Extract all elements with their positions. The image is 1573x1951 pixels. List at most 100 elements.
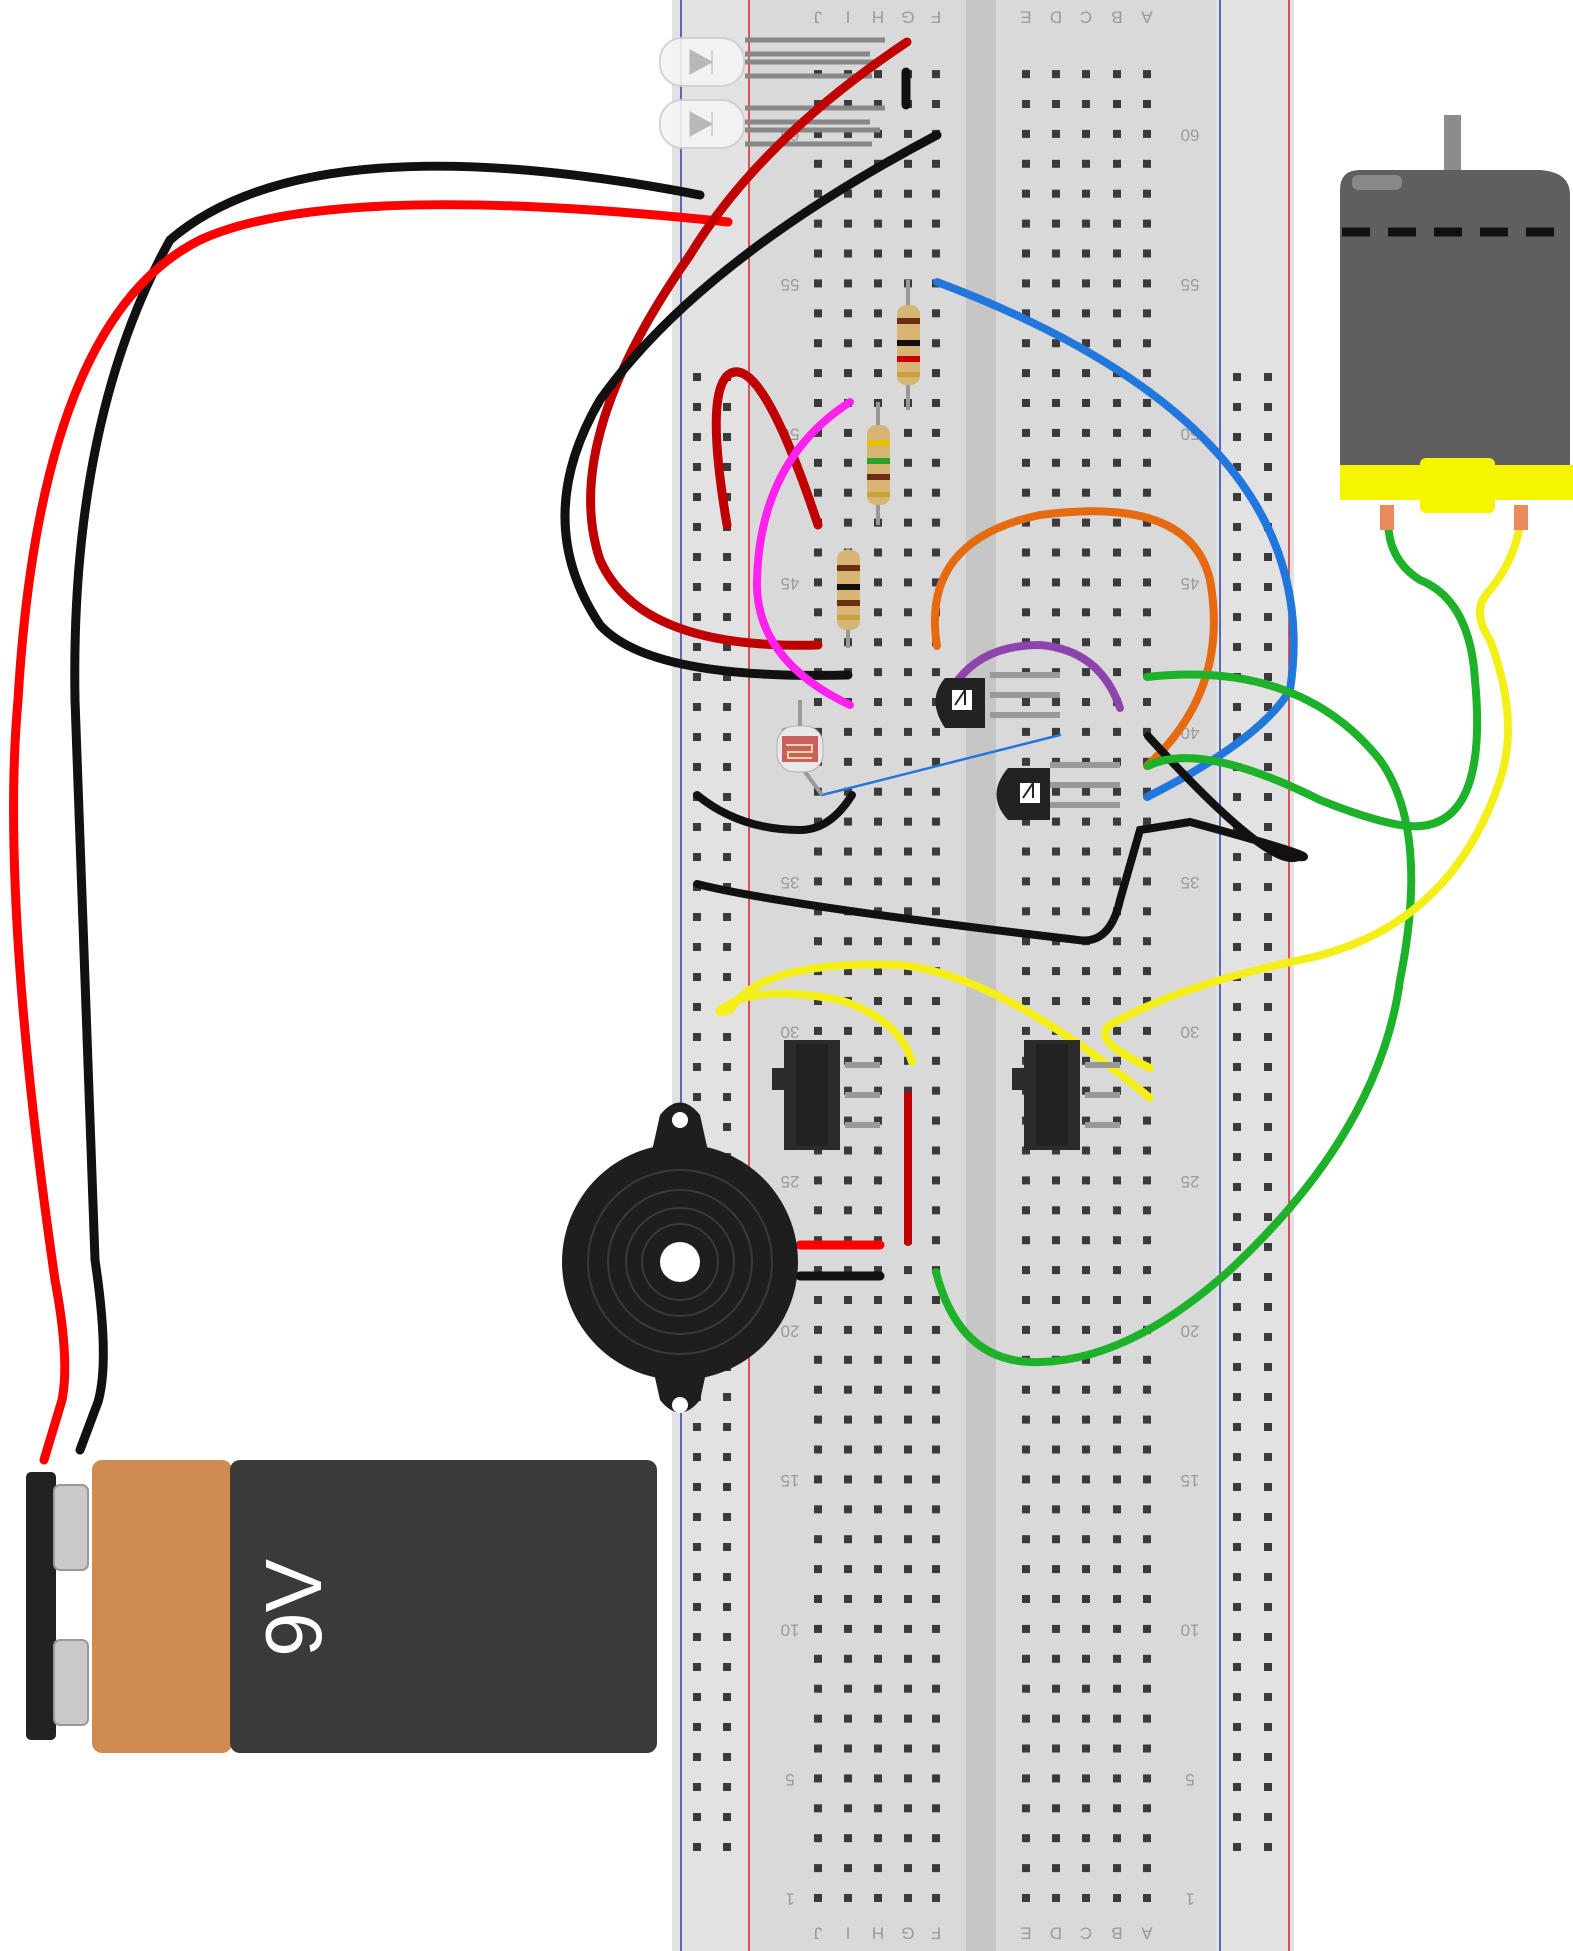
row-number-label: 55: [1181, 275, 1200, 294]
breadboard-hole: [1113, 1565, 1121, 1574]
breadboard-hole: [1052, 1864, 1060, 1873]
breadboard-hole: [1082, 369, 1090, 378]
breadboard-hole: [1113, 1475, 1121, 1484]
breadboard-hole: [1143, 1774, 1151, 1783]
breadboard-hole: [1082, 727, 1090, 736]
breadboard-hole: [1113, 1535, 1121, 1544]
breadboard-hole: [1082, 578, 1090, 587]
breadboard-hole: [932, 1385, 940, 1394]
breadboard-hole: [1143, 339, 1151, 348]
breadboard-hole: [844, 1595, 852, 1603]
rail-hole: [723, 763, 731, 771]
breadboard-hole: [904, 1595, 912, 1603]
breadboard-hole: [1022, 1804, 1030, 1813]
rail-hole: [693, 1693, 701, 1701]
breadboard-hole: [1082, 1565, 1090, 1574]
breadboard-hole: [904, 1565, 912, 1574]
breadboard-hole: [1143, 1385, 1151, 1394]
breadboard-hole: [932, 1834, 940, 1843]
rail-hole: [1233, 1093, 1241, 1101]
breadboard-hole: [1113, 727, 1121, 736]
rail-hole: [1264, 643, 1272, 651]
breadboard-hole: [844, 1565, 852, 1574]
breadboard-hole: [814, 997, 822, 1005]
breadboard-hole: [844, 339, 852, 348]
breadboard-hole: [1113, 1684, 1121, 1693]
rail-hole: [1264, 1723, 1272, 1731]
rail-hole: [1233, 1333, 1241, 1341]
row-number-label: 25: [1181, 1172, 1200, 1191]
column-letter-label: G: [901, 1924, 914, 1943]
breadboard-hole: [874, 1266, 882, 1275]
column-letter-label: D: [1050, 1924, 1062, 1943]
breadboard-hole: [1022, 1206, 1030, 1215]
rail-hole: [693, 1663, 701, 1671]
rail-hole: [723, 1693, 731, 1701]
slide-switch-icon: [1012, 1040, 1120, 1150]
row-number-label: 5: [785, 1770, 794, 1789]
breadboard-hole: [1022, 1415, 1030, 1424]
breadboard-hole: [1143, 997, 1151, 1005]
breadboard-hole: [814, 1445, 822, 1454]
rail-hole: [693, 1483, 701, 1491]
breadboard-hole: [1143, 1684, 1151, 1693]
breadboard-hole: [1143, 1146, 1151, 1155]
breadboard-hole: [874, 727, 882, 736]
rail-hole: [1264, 1213, 1272, 1221]
rail-hole: [693, 373, 701, 381]
breadboard-hole: [1143, 937, 1151, 946]
breadboard-hole: [1022, 1654, 1030, 1663]
breadboard-hole: [1082, 1505, 1090, 1514]
breadboard-hole: [904, 1296, 912, 1304]
row-number-label: 20: [781, 1321, 800, 1340]
rail-hole: [1233, 853, 1241, 861]
yellow-jumper-wire: [715, 960, 1154, 1102]
breadboard-hole: [814, 1206, 822, 1215]
rail-hole: [1233, 1753, 1241, 1761]
resistor-icon: [897, 280, 920, 410]
rail-hole: [1264, 1273, 1272, 1281]
breadboard-hole: [1113, 100, 1121, 108]
breadboard-hole: [814, 458, 822, 467]
breadboard-hole: [844, 129, 852, 138]
breadboard-hole: [1143, 1355, 1151, 1364]
rail-hole: [1233, 1033, 1241, 1041]
breadboard-hole: [1113, 1864, 1121, 1873]
breadboard-hole: [1022, 877, 1030, 886]
breadboard-hole: [1143, 1864, 1151, 1873]
breadboard-hole: [814, 1624, 822, 1633]
breadboard-hole: [1052, 1744, 1060, 1753]
breadboard-hole: [814, 399, 822, 407]
breadboard-hole: [874, 847, 882, 856]
breadboard-hole: [1143, 1535, 1151, 1544]
breadboard-hole: [932, 1535, 940, 1544]
row-number-label: 20: [1181, 1321, 1200, 1340]
breadboard-hole: [1082, 847, 1090, 856]
breadboard-hole: [814, 1684, 822, 1693]
breadboard-hole: [1052, 488, 1060, 497]
breadboard-hole: [904, 1834, 912, 1843]
rail-hole: [693, 433, 701, 441]
breadboard-hole: [904, 877, 912, 886]
breadboard-hole: [874, 219, 882, 228]
breadboard-hole: [932, 1475, 940, 1484]
rail-hole: [723, 583, 731, 591]
row-number-label: 35: [1181, 873, 1200, 892]
breadboard-hole: [874, 1415, 882, 1424]
rail-hole: [1264, 853, 1272, 861]
breadboard-hole: [844, 1774, 852, 1783]
rail-hole: [1264, 883, 1272, 891]
breadboard-hole: [1022, 279, 1030, 288]
breadboard-hole: [814, 1744, 822, 1753]
breadboard-hole: [1022, 100, 1030, 108]
row-number-label: 25: [781, 1172, 800, 1191]
rail-hole: [1264, 403, 1272, 411]
breadboard-hole: [844, 309, 852, 318]
breadboard-hole: [1022, 159, 1030, 168]
breadboard-hole: [814, 1176, 822, 1185]
breadboard-hole: [1113, 1026, 1121, 1035]
breadboard-hole: [874, 339, 882, 348]
rail-hole: [1233, 1663, 1241, 1671]
column-letter-label: F: [931, 1924, 941, 1943]
breadboard-hole: [1052, 548, 1060, 557]
